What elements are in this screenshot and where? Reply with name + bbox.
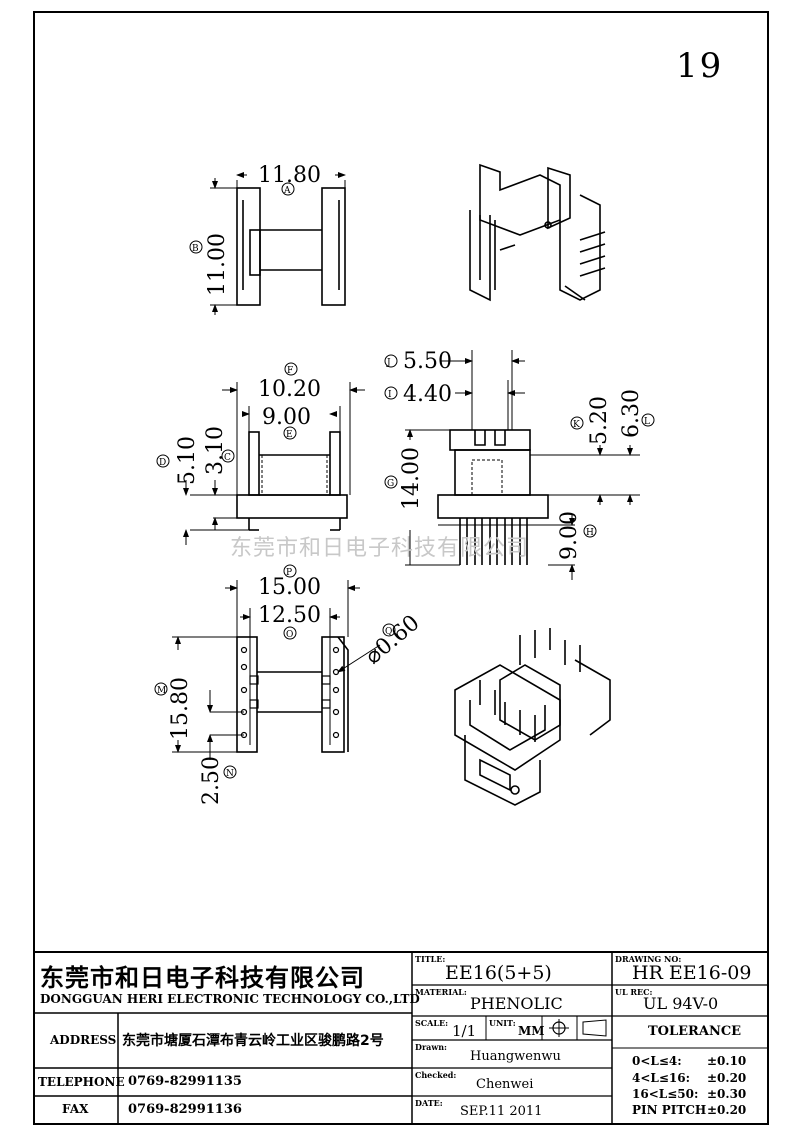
tolerance-range: 0<L≤4: [632, 1054, 682, 1068]
dim-12-50: 12.50 [258, 603, 321, 628]
checked-value: Chenwei [476, 1077, 534, 1092]
drawn-label: Drawn: [415, 1042, 447, 1052]
dim-15-80: 15.80 [168, 677, 193, 740]
dim-15-00: 15.00 [258, 575, 321, 600]
side-view [236, 431, 348, 531]
bottom-view-dims [154, 564, 396, 779]
mark-i: I [388, 390, 392, 400]
mark-q: Q [385, 627, 392, 637]
dim-6-30: 6.30 [619, 389, 644, 438]
tolerance-range: 4<L≤16: [632, 1071, 691, 1085]
material-label: MATERIAL: [415, 987, 467, 997]
telephone-value: 0769-82991135 [128, 1074, 242, 1089]
mark-m: M [157, 686, 166, 696]
unit-label: UNIT: [489, 1018, 516, 1028]
drawn-value: Huangwenwu [470, 1049, 561, 1064]
sheet-border [33, 11, 769, 1125]
tolerance-range: PIN PITCH [632, 1103, 707, 1117]
title-value: EE16(5+5) [445, 962, 552, 984]
scale-label: SCALE: [415, 1018, 449, 1028]
telephone-label: TELEPHONE [38, 1075, 125, 1089]
bottom-view [236, 636, 349, 753]
dim-4-40: 4.40 [403, 382, 452, 407]
mark-e: E [286, 430, 293, 440]
iso-view-top [469, 163, 606, 302]
top-view-dims [189, 172, 346, 315]
dim-5-10: 5.10 [175, 436, 200, 485]
date-label: DATE: [415, 1098, 443, 1108]
fax-value: 0769-82991136 [128, 1102, 242, 1117]
drawing-no-label: DRAWING NO: [615, 954, 682, 964]
dim-9-00-pin: 9.00 [557, 511, 582, 560]
company-name-en: DONGGUAN HERI ELECTRONIC TECHNOLOGY CO.,… [40, 992, 420, 1006]
mark-o: O [286, 630, 293, 640]
tolerance-range: 16<L≤50: [632, 1087, 699, 1101]
side-view-dims [156, 362, 365, 545]
mark-p: P [286, 568, 292, 578]
top-view [210, 180, 346, 306]
page-number: 19 [676, 46, 724, 86]
ul-label: UL REC: [615, 987, 653, 997]
mark-l: L [644, 417, 650, 427]
checked-label: Checked: [415, 1070, 457, 1080]
title-label: TITLE: [415, 954, 446, 964]
dim-11-00: 11.00 [205, 233, 230, 296]
company-name-cn: 东莞市和日电子科技有限公司 [40, 964, 365, 992]
mark-b: B [192, 244, 199, 254]
address-value: 东莞市塘厦石潭布青云岭工业区骏鹏路2号 [122, 1033, 384, 1049]
mark-n: N [226, 769, 234, 779]
bottom-view-holes [240, 646, 340, 739]
dim-11-80: 11.80 [258, 163, 321, 188]
dim-9-00: 9.00 [262, 405, 311, 430]
drawing-no-value: HR EE16-09 [632, 962, 752, 984]
scale-value: 1/1 [452, 1022, 477, 1040]
mark-a: A [283, 186, 291, 196]
watermark: 东莞市和日电子科技有限公司 [230, 536, 530, 561]
mark-k: K [573, 420, 580, 430]
address-label: ADDRESS [50, 1033, 117, 1047]
fax-label: FAX [62, 1102, 89, 1116]
mark-h: H [586, 528, 594, 538]
dim-14-00: 14.00 [399, 447, 424, 510]
material-value: PHENOLIC [470, 994, 563, 1013]
iso-view-bottom [454, 628, 611, 806]
tolerance-value: ±0.20 [707, 1071, 747, 1085]
dim-2-50: 2.50 [199, 756, 224, 805]
tolerance-value: ±0.30 [707, 1087, 747, 1101]
tolerance-title: TOLERANCE [648, 1024, 742, 1039]
mark-g: G [387, 479, 394, 489]
unit-value: MM [518, 1024, 545, 1038]
tolerance-value: ±0.20 [707, 1103, 747, 1117]
mark-d: D [159, 458, 166, 468]
dim-5-20: 5.20 [587, 396, 612, 445]
title-block [34, 951, 768, 1124]
mark-f: F [287, 366, 293, 376]
mark-j: J [386, 358, 391, 368]
date-value: SEP.11 2011 [460, 1104, 543, 1119]
front-view [437, 429, 549, 565]
dim-3-10: 3.10 [203, 426, 228, 475]
front-view-dims [384, 350, 655, 580]
dim-5-50: 5.50 [403, 349, 452, 374]
dim-hole: ⌀0.60 [361, 610, 425, 669]
dim-10-20: 10.20 [258, 377, 321, 402]
ul-value: UL 94V-0 [643, 994, 719, 1013]
mark-c: C [224, 453, 231, 463]
tolerance-value: ±0.10 [707, 1054, 747, 1068]
